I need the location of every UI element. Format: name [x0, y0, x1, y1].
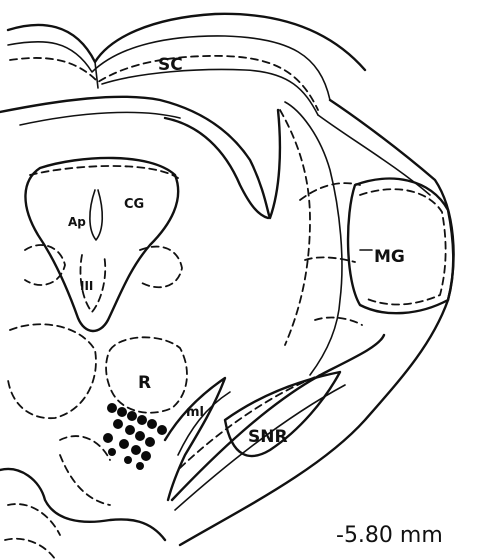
injection-dot — [157, 425, 167, 435]
injection-dot — [124, 456, 132, 464]
injection-dot — [127, 411, 137, 421]
injection-dot — [108, 448, 116, 456]
red-nucleus-outline — [8, 324, 187, 460]
label-mg: MG — [374, 247, 405, 267]
injection-dot — [125, 425, 135, 435]
injection-dot — [135, 431, 145, 441]
fiber-tracts — [0, 97, 362, 375]
label-r: R — [138, 373, 151, 393]
superior-colliculus-outline — [8, 14, 365, 115]
injection-dot — [103, 433, 113, 443]
ventral-outline — [0, 455, 165, 559]
injection-dot — [136, 462, 144, 470]
label-cg: CG — [124, 197, 144, 212]
injection-dot — [107, 403, 117, 413]
injection-dot — [137, 415, 147, 425]
injection-dot — [147, 419, 157, 429]
injection-dot — [117, 407, 127, 417]
label-ap: Ap — [68, 215, 86, 229]
coordinate-label: -5.80 mm — [336, 523, 443, 548]
central-gray-outline — [25, 158, 182, 331]
injection-dot — [113, 419, 123, 429]
medial-lemniscus-outline — [165, 378, 230, 500]
medial-geniculate-outline — [348, 179, 453, 314]
lateral-outline — [180, 100, 454, 545]
injection-dot — [131, 445, 141, 455]
injection-dot — [119, 439, 129, 449]
injection-dot — [145, 437, 155, 447]
label-sc: SC — [158, 55, 183, 75]
injection-dot — [141, 451, 151, 461]
label-ml: ml — [186, 405, 204, 420]
label-snr: SNR — [248, 427, 288, 447]
label-iii: III — [80, 279, 93, 293]
